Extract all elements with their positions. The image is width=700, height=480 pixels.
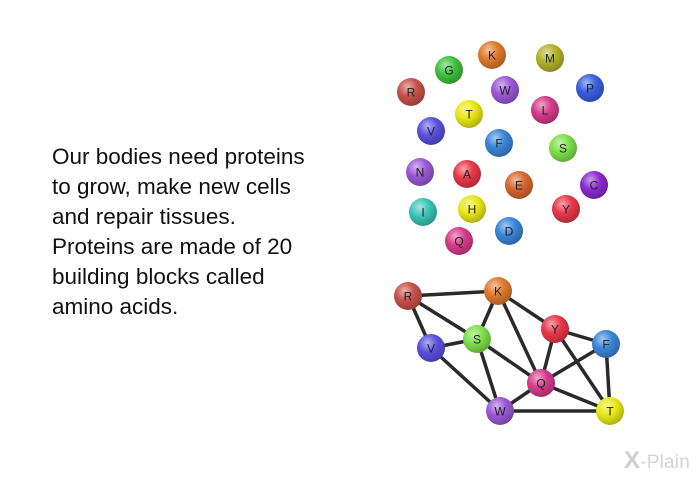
amino-acid-h-circle [458, 195, 486, 223]
amino-acid-s-circle [549, 134, 577, 162]
amino-acid-a-circle [453, 160, 481, 188]
chain-node-t-circle [596, 397, 624, 425]
amino-acid-f-circle [485, 129, 513, 157]
amino-acid-q: Q [445, 227, 473, 255]
amino-acid-cloud: K M G R W P T L V F S N A E C I H Y D Q [397, 41, 608, 255]
amino-acid-d-circle [495, 217, 523, 245]
amino-acid-t-letter: T [465, 108, 473, 122]
chain-node-f: F [592, 330, 620, 358]
chain-node-k-letter: K [494, 285, 502, 299]
amino-acid-n-letter: N [416, 166, 425, 180]
chain-node-q: Q [527, 369, 555, 397]
chain-node-q-circle [527, 369, 555, 397]
logo-mark: X [624, 447, 641, 474]
chain-node-r-circle [394, 282, 422, 310]
amino-acid-l-circle [531, 96, 559, 124]
chain-node-k-circle [484, 277, 512, 305]
amino-acid-e: E [505, 171, 533, 199]
amino-acid-k-letter: K [488, 49, 496, 63]
amino-acid-m: M [536, 44, 564, 72]
amino-acid-w: W [491, 76, 519, 104]
chain-node-s-letter: S [473, 333, 481, 347]
amino-acid-i: I [409, 198, 437, 226]
chain-node-f-letter: F [602, 338, 609, 352]
amino-acid-q-letter: Q [454, 235, 463, 249]
amino-acid-g-circle [435, 56, 463, 84]
amino-acid-i-circle [409, 198, 437, 226]
amino-acid-a: A [453, 160, 481, 188]
amino-acid-p-letter: P [586, 82, 594, 96]
amino-acid-d-letter: D [505, 225, 514, 239]
amino-acid-y: Y [552, 195, 580, 223]
amino-acid-t: T [455, 100, 483, 128]
chain-node-f-circle [592, 330, 620, 358]
amino-acid-y-letter: Y [562, 203, 570, 217]
bond-v-w [429, 346, 502, 413]
amino-acid-w-circle [491, 76, 519, 104]
protein-chain-nodes: R K S Y F V Q W T [394, 277, 624, 425]
amino-acid-g: G [435, 56, 463, 84]
chain-node-y-letter: Y [551, 323, 559, 337]
amino-acid-s: S [549, 134, 577, 162]
amino-acid-l-letter: L [542, 104, 549, 118]
chain-node-q-letter: Q [536, 377, 545, 391]
amino-acid-e-letter: E [515, 179, 523, 193]
chain-node-y-circle [541, 315, 569, 343]
chain-node-r-letter: R [404, 290, 413, 304]
amino-acid-k-circle [478, 41, 506, 69]
chain-node-t: T [596, 397, 624, 425]
bond-r-k [407, 289, 499, 298]
chain-node-w-circle [486, 397, 514, 425]
amino-acid-p-circle [576, 74, 604, 102]
amino-acid-h: H [458, 195, 486, 223]
amino-acid-w-letter: W [499, 84, 511, 98]
logo-text: -Plain [640, 452, 690, 473]
chain-node-s-circle [463, 325, 491, 353]
amino-acid-f-letter: F [495, 137, 502, 151]
amino-acid-l: L [531, 96, 559, 124]
chain-node-v: V [417, 334, 445, 362]
amino-acid-r-circle [397, 78, 425, 106]
amino-acid-m-letter: M [545, 52, 555, 66]
chain-node-w: W [486, 397, 514, 425]
chain-node-t-letter: T [606, 405, 614, 419]
amino-acid-h-letter: H [468, 203, 477, 217]
intro-text: Our bodies need proteins to grow, make n… [52, 144, 305, 319]
amino-acid-c-letter: C [590, 179, 599, 193]
amino-acid-n: N [406, 158, 434, 186]
bond-k-q [496, 290, 543, 384]
amino-acid-m-circle [536, 44, 564, 72]
amino-acid-c: C [580, 171, 608, 199]
amino-acid-d: D [495, 217, 523, 245]
chain-node-w-letter: W [494, 405, 506, 419]
chain-node-v-letter: V [427, 342, 435, 356]
amino-acid-q-circle [445, 227, 473, 255]
amino-acid-v-letter: V [427, 125, 435, 139]
chain-node-s: S [463, 325, 491, 353]
bond-y-t [553, 328, 612, 412]
amino-acid-f: F [485, 129, 513, 157]
amino-acid-c-circle [580, 171, 608, 199]
amino-acid-v-circle [417, 117, 445, 145]
amino-acid-e-circle [505, 171, 533, 199]
chain-node-y: Y [541, 315, 569, 343]
amino-acid-k: K [478, 41, 506, 69]
xplain-logo: X-Plain [624, 447, 690, 475]
amino-acid-t-circle [455, 100, 483, 128]
amino-acid-i-letter: I [421, 206, 424, 220]
amino-acid-v: V [417, 117, 445, 145]
amino-acid-r-letter: R [407, 86, 416, 100]
amino-acid-n-circle [406, 158, 434, 186]
amino-acid-p: P [576, 74, 604, 102]
chain-node-r: R [394, 282, 422, 310]
chain-node-k: K [484, 277, 512, 305]
chain-node-v-circle [417, 334, 445, 362]
amino-acid-r: R [397, 78, 425, 106]
amino-acid-a-letter: A [463, 168, 471, 182]
amino-acid-s-letter: S [559, 142, 567, 156]
amino-acid-y-circle [552, 195, 580, 223]
amino-acid-g-letter: G [444, 64, 453, 78]
